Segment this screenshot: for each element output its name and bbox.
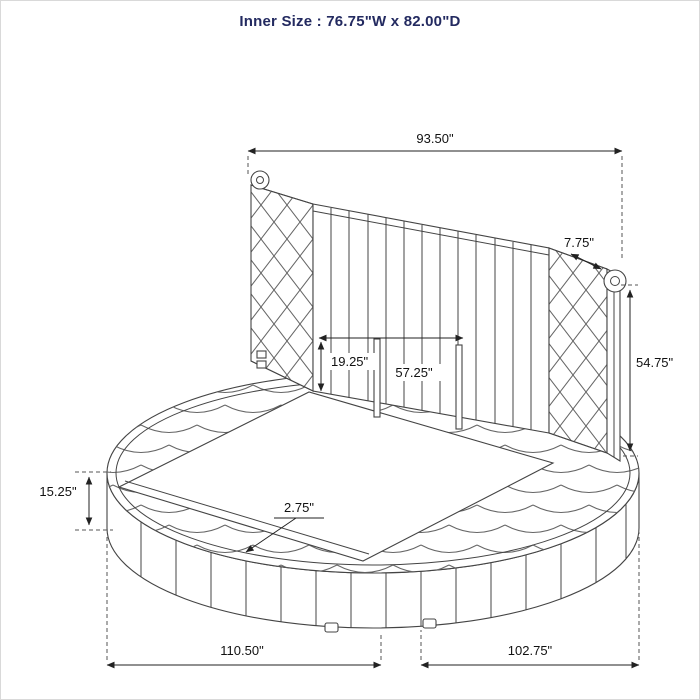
bed-feet [324,618,437,633]
dim-headboard-to-deck: 19.25" [317,341,375,392]
right-scroll-curl [610,276,620,286]
dim-label-inner-back-width: 57.25" [395,365,433,380]
wing-bracket-detail [256,350,267,359]
dimension-annotations: 93.50" 7.75" 54.75" 57.25" 19.25" [39,131,674,669]
channel-tufting-lines [330,208,532,430]
left-scroll-curl [256,176,264,184]
right-scroll-roll [603,269,627,293]
sleeping-deck [117,391,555,562]
base-band-seams [140,504,627,628]
headboard [250,170,627,462]
support-posts [373,338,463,430]
dim-label-overall-depth: 102.75" [508,643,553,658]
dim-label-headboard-height: 54.75" [636,355,674,370]
right-wing-diamond-tufting [548,247,608,454]
support-post [373,338,381,418]
channel-top-line [312,210,550,256]
dim-label-deck-lip: 2.75" [284,500,314,515]
deck-lip-line [124,480,370,555]
dim-label-roll-depth: 7.75" [564,235,594,250]
left-scroll-roll [250,170,270,190]
dim-overall-width: 110.50" [106,534,382,669]
dim-deck-lip: 2.75" [245,500,324,553]
dim-label-headboard-to-deck: 19.25" [331,354,369,369]
dim-label-overall-width: 110.50" [220,643,264,658]
dim-headboard-width: 93.50" [247,131,623,259]
dim-label-base-height: 15.25" [39,484,77,499]
foot-caster [422,618,437,629]
dim-base-height: 15.25" [39,471,113,531]
dim-label-headboard-width: 93.50" [416,131,454,146]
inner-size-title: Inner Size : 76.75"W x 82.00"D [239,13,461,30]
foot-caster [324,622,339,633]
dim-inner-back-width: 57.25" [318,334,464,381]
dim-headboard-height: 54.75" [621,284,674,457]
support-post [455,344,463,430]
dim-overall-depth: 102.75" [420,532,640,669]
left-wing-diamond-tufting [250,184,314,392]
wing-bracket-detail [256,360,267,369]
dim-headboard-roll-depth: 7.75" [564,235,602,270]
